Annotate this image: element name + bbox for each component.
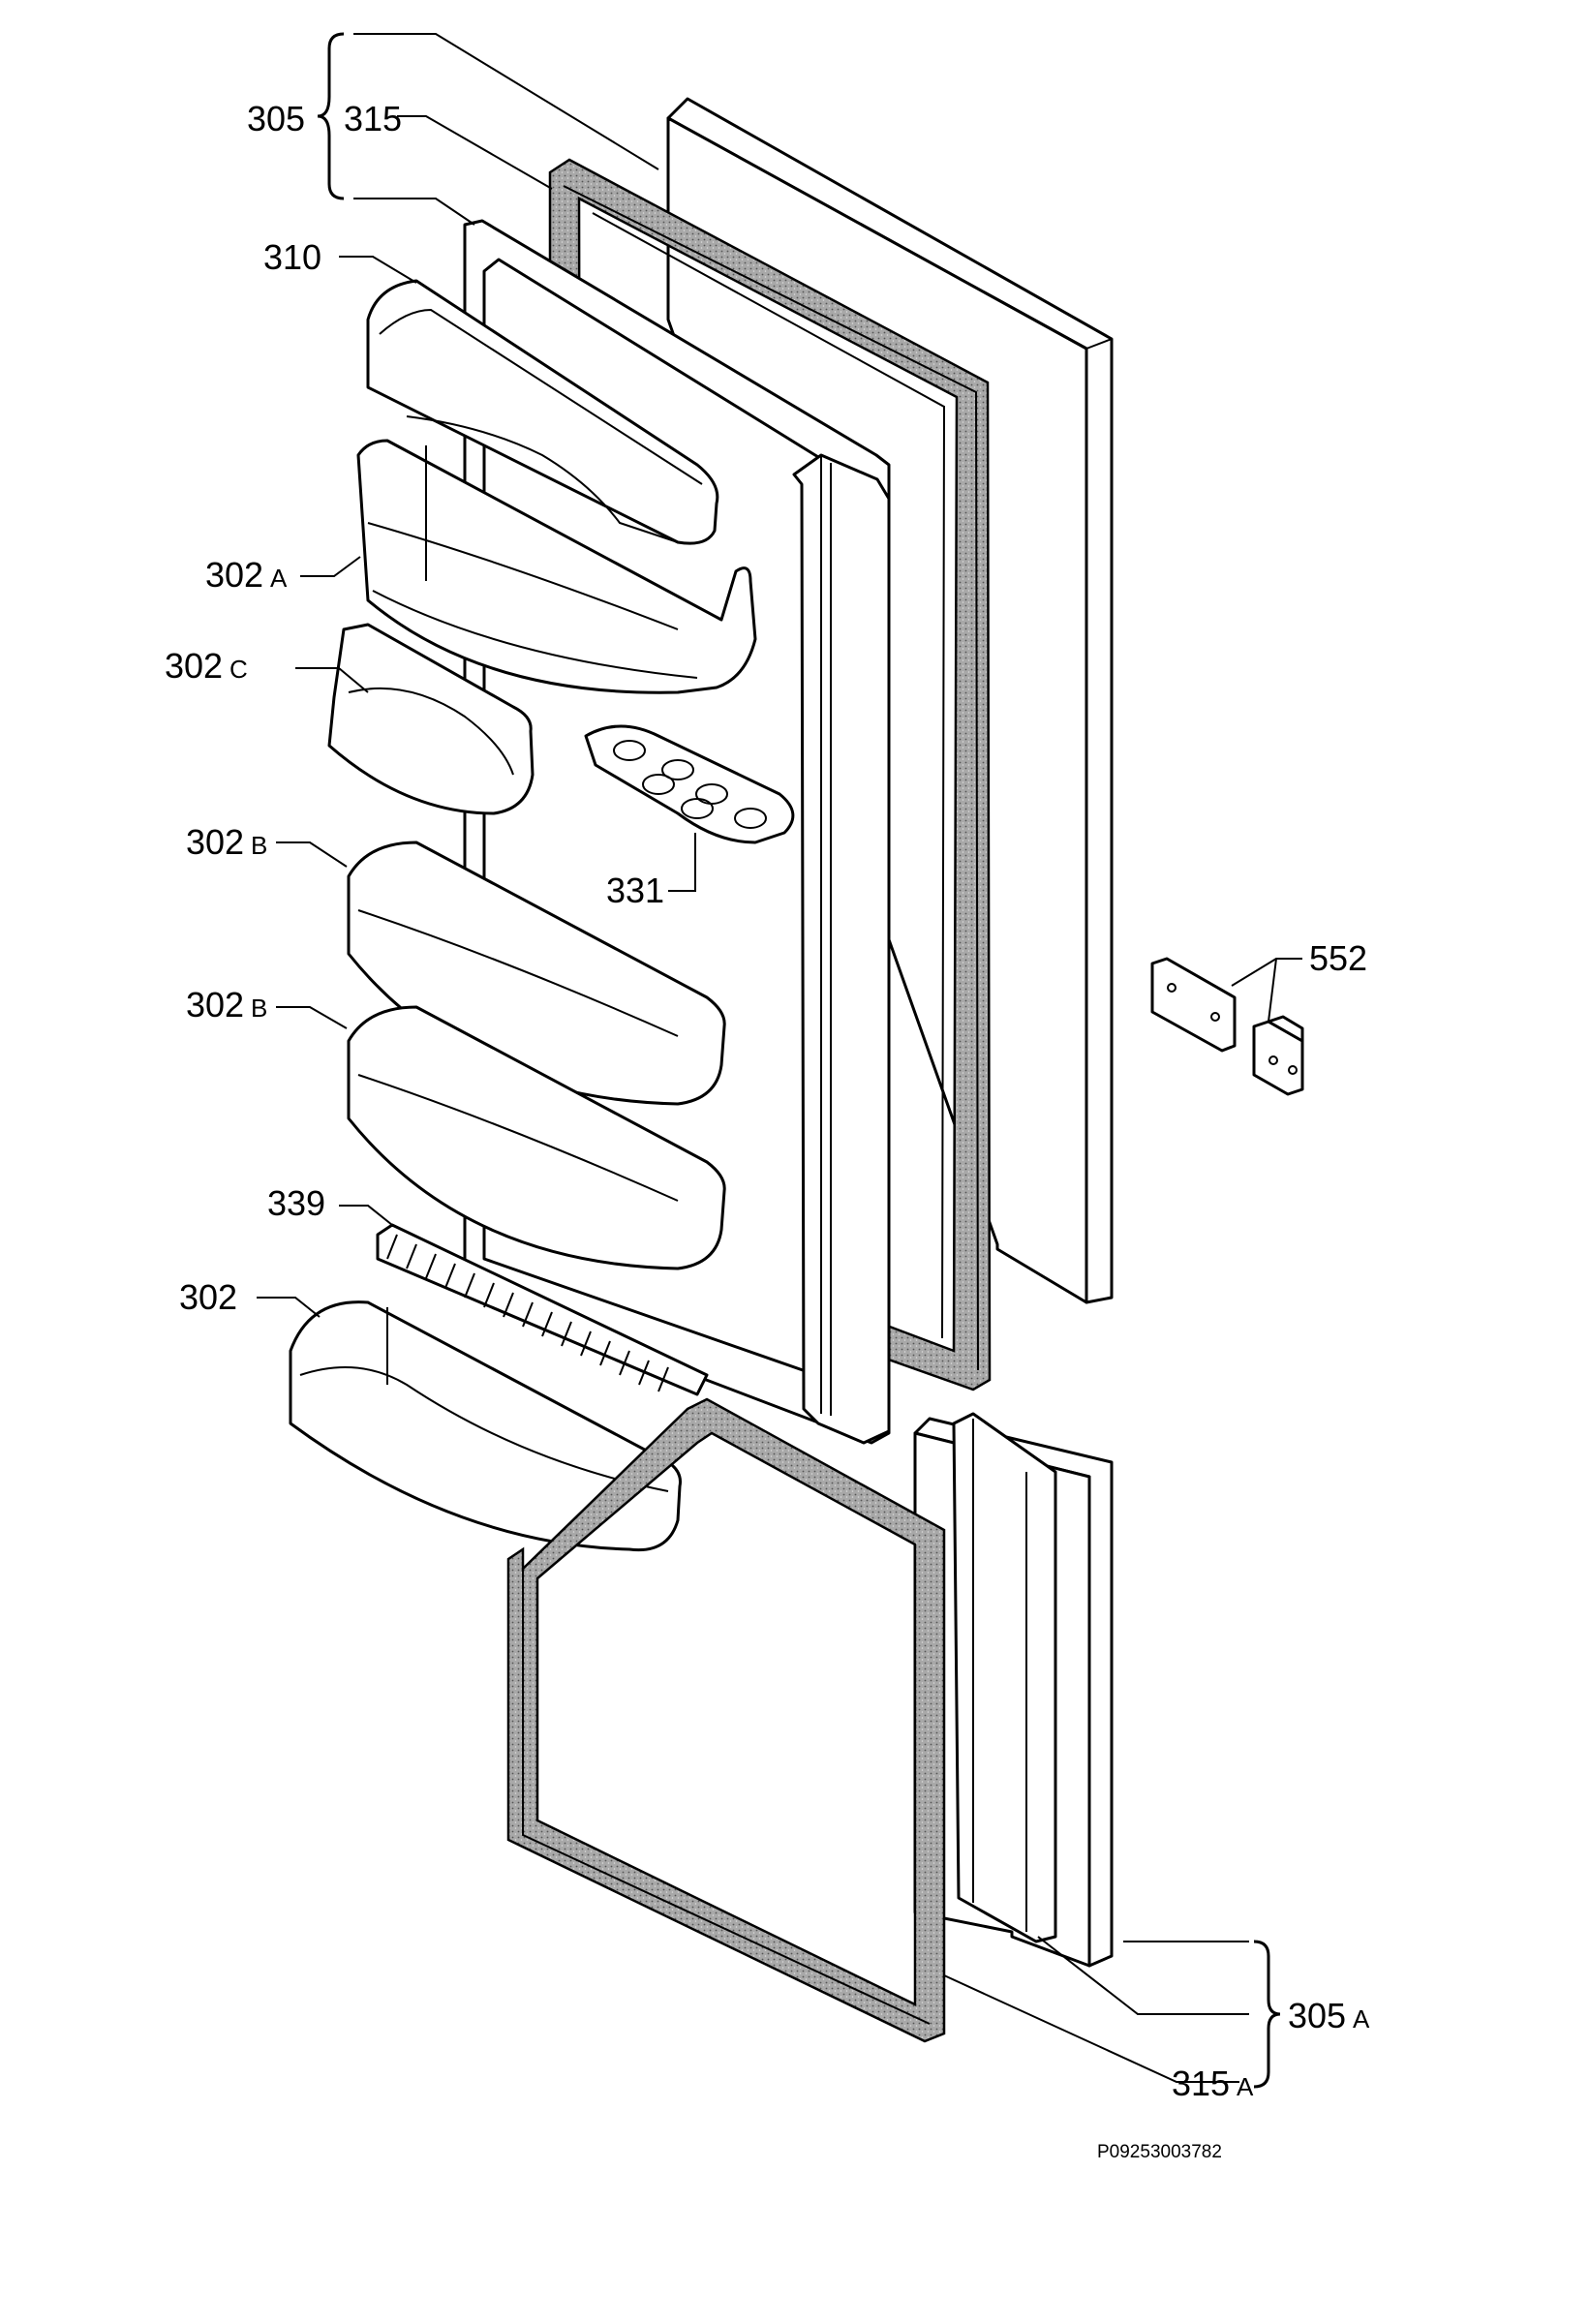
door-shelf-302a [356,439,757,694]
label-302b-upper: 302 [186,822,244,862]
label-302: 302 [179,1277,237,1317]
label-305a: 305 [1288,1996,1346,2035]
egg-tray [584,724,795,844]
leader-lines [257,33,1302,2083]
label-552: 552 [1309,938,1367,978]
label-302b-lower-suffix: B [251,994,267,1023]
hinge-bracket-lower [1252,1015,1304,1096]
drawing-code: P09253003782 [1097,2142,1222,2162]
label-302c: 302 [165,646,223,686]
label-331: 331 [606,871,664,910]
brace-305a-lower [1253,1940,1281,2089]
label-302b-lower: 302 [186,985,244,1024]
door-shelf-302b-lower [347,1005,726,1270]
hinge-bracket-upper [1150,957,1237,1053]
label-305: 305 [247,99,305,138]
dairy-compartment-lid [366,279,719,545]
label-315a: 315 [1172,2064,1230,2103]
label-302b-upper-suffix: B [251,831,267,860]
brace-305-upper [317,32,345,200]
lower-door-inner-frame [952,1412,1057,1943]
part-labels: 305 315 310 302 A 302 C 331 302 B 302 B … [165,99,1370,2103]
label-305a-suffix: A [1353,2004,1370,2034]
label-302a: 302 [205,555,263,595]
label-302a-suffix: A [270,564,288,593]
bottle-retainer [376,1223,709,1396]
lower-door-gasket [506,1397,946,2043]
label-315: 315 [344,99,402,138]
bottle-shelf-302 [289,1300,682,1552]
door-shelf-302c [327,623,535,815]
label-315a-suffix: A [1237,2072,1254,2101]
label-302c-suffix: C [229,655,248,684]
label-310: 310 [263,237,321,277]
label-339: 339 [267,1183,325,1223]
